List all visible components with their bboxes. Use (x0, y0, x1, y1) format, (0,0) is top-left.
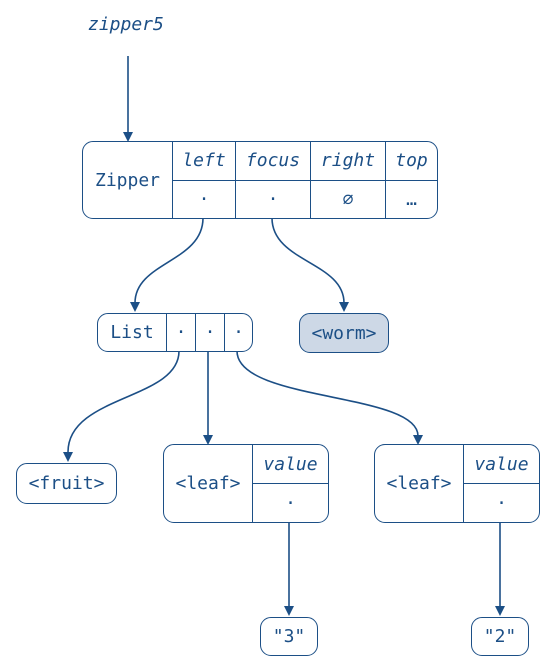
zipper-field-top: top … (385, 142, 437, 218)
zipper-type-label: Zipper (94, 169, 161, 191)
edge-focus-to-worm (271, 217, 345, 304)
field-pointer: · (267, 188, 279, 210)
string-node-2: "2" (471, 617, 529, 656)
arrowhead (63, 452, 73, 462)
arrowhead (495, 606, 505, 616)
field-pointer: · (198, 188, 210, 210)
root-label: zipper5 (88, 14, 164, 35)
leaf-type-label: <leaf> (386, 473, 452, 494)
field-ellipsis-value: … (406, 188, 417, 210)
field-name: top (386, 142, 437, 181)
worm-node: <worm> (299, 313, 389, 353)
list-slot: · (224, 314, 252, 351)
leaf-field-value: value · (463, 445, 539, 522)
leaf-node: <leaf> value · (374, 444, 540, 523)
leaf-field-value: value · (252, 445, 328, 522)
arrowhead (413, 435, 423, 445)
list-slot: · (166, 314, 195, 351)
edge-left-to-list (134, 217, 204, 304)
list-node: List · · · (97, 313, 253, 352)
edge-list-to-fruit (67, 350, 180, 453)
field-pointer: · (496, 492, 507, 514)
arrowhead (284, 606, 294, 616)
field-name: value (253, 445, 328, 484)
zipper-field-right: right ∅ (310, 142, 385, 218)
field-pointer: · (285, 492, 296, 514)
field-name: focus (236, 142, 310, 181)
arrowhead (339, 302, 349, 312)
string-node-3: "3" (260, 617, 318, 656)
edge-list-to-leaf-b (236, 350, 419, 437)
leaf-node: <leaf> value · (163, 444, 329, 523)
field-name: value (464, 445, 539, 484)
zipper-field-left: left · (172, 142, 235, 218)
fruit-node: <fruit> (16, 463, 117, 504)
field-name: right (311, 142, 385, 181)
arrowhead (123, 132, 133, 142)
list-slot: · (195, 314, 224, 351)
zipper-node: Zipper left · focus · right ∅ top … (82, 141, 438, 219)
zipper-field-focus: focus · (235, 142, 310, 218)
arrowhead (203, 435, 213, 445)
field-empty-value: ∅ (342, 188, 354, 210)
field-name: left (173, 142, 235, 181)
arrowhead (130, 302, 140, 312)
list-type-label: List (110, 322, 154, 343)
leaf-type-label: <leaf> (175, 473, 241, 494)
